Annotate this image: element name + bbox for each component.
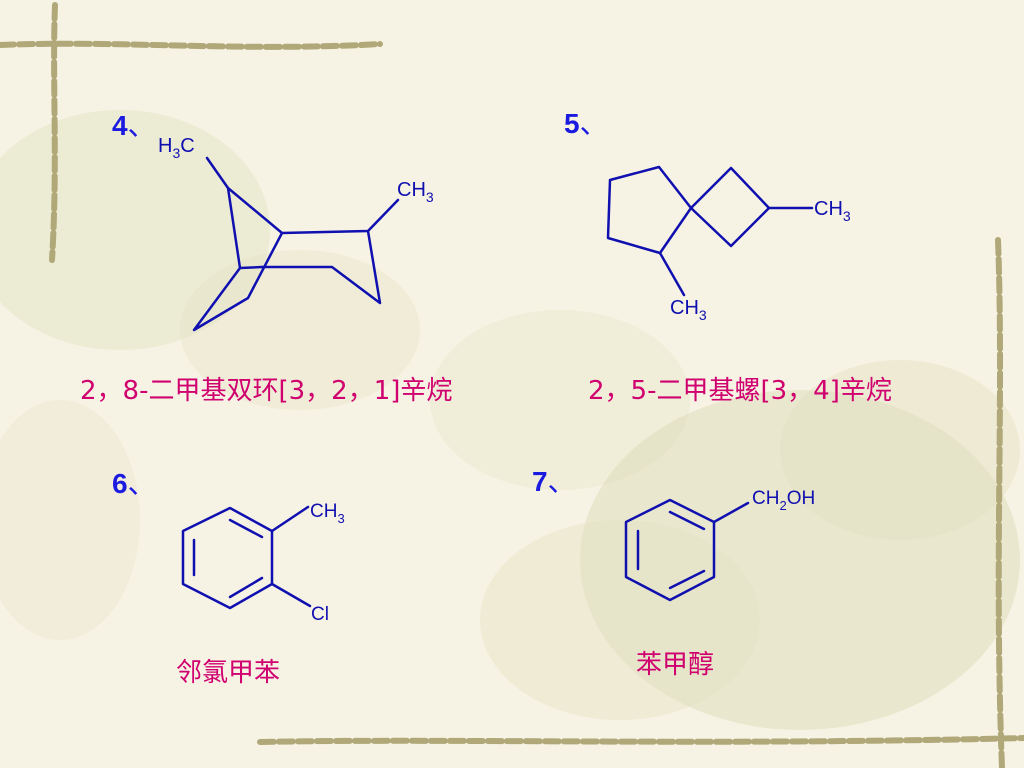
item-number-separator: 、 [127,467,156,500]
benzyl-ch2oh-label: CH2OH [752,488,815,513]
toluene-cl-label: Cl [311,604,329,625]
item-number-value: 7 [532,466,548,497]
item-number-value: 5 [564,108,580,139]
compound-name-6: 邻氯甲苯 [176,658,281,688]
toluene-structure [181,505,312,610]
bicyclo-h3c-label: H3C [158,135,195,161]
compound-name-7: 苯甲醇 [636,650,715,680]
item-number-value: 4 [112,110,128,141]
compound-name-5: 2，5-二甲基螺[3，4]辛烷 [588,376,892,406]
item-number-separator: 、 [579,107,608,140]
item-number-5: 5、 [564,102,608,142]
item-number-value: 6 [112,468,128,499]
item-number-4: 4、 [112,104,156,144]
spiro-structure [606,165,814,297]
spiro-ch3-right-label: CH3 [814,198,851,224]
compound-name-4: 2，8-二甲基双环[3，2，1]辛烷 [80,376,453,406]
item-number-separator: 、 [547,465,576,498]
item-number-separator: 、 [127,109,156,142]
bicyclo-ch3-label: CH3 [397,179,434,205]
item-number-6: 6、 [112,462,156,502]
benzyl-structure [624,498,750,602]
bicyclo-structure [192,156,400,332]
item-number-7: 7、 [532,460,576,500]
spiro-ch3-bottom-label: CH3 [670,297,707,323]
toluene-ch3-label: CH3 [310,501,345,526]
